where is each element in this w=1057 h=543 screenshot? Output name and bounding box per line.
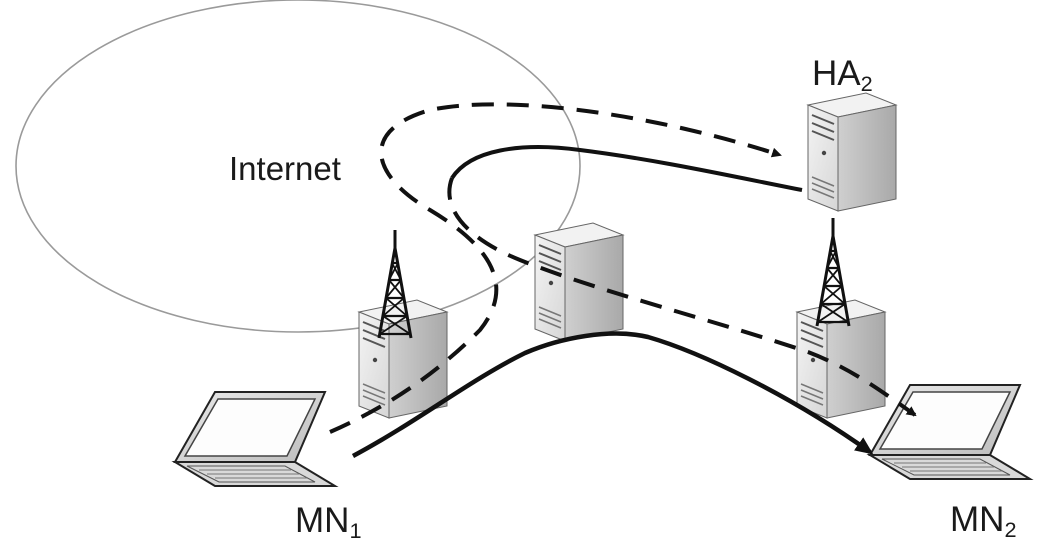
ha2-label: HA2 bbox=[812, 54, 873, 94]
mn2-label-base: MN bbox=[950, 500, 1005, 539]
laptop-icon bbox=[869, 384, 1031, 480]
server-icon bbox=[807, 92, 897, 212]
solid-route-path bbox=[351, 331, 874, 458]
mn1-label-base: MN bbox=[295, 501, 350, 540]
mn1-label-sub: 1 bbox=[349, 518, 362, 543]
mn1-label: MN1 bbox=[295, 501, 362, 541]
internet-label: Internet bbox=[229, 150, 341, 187]
ha2-label-sub: 2 bbox=[860, 71, 873, 97]
dashed-tunnel-up-path bbox=[329, 102, 782, 434]
dashed-tunnel-down-path bbox=[447, 177, 917, 417]
internet-cloud-icon bbox=[15, 0, 581, 333]
mn2-label: MN2 bbox=[950, 500, 1017, 540]
ha2-label-base: HA bbox=[812, 54, 861, 93]
laptop-icon bbox=[174, 391, 336, 487]
mn2-label-sub: 2 bbox=[1004, 517, 1017, 543]
solid-ha-path bbox=[450, 145, 803, 192]
